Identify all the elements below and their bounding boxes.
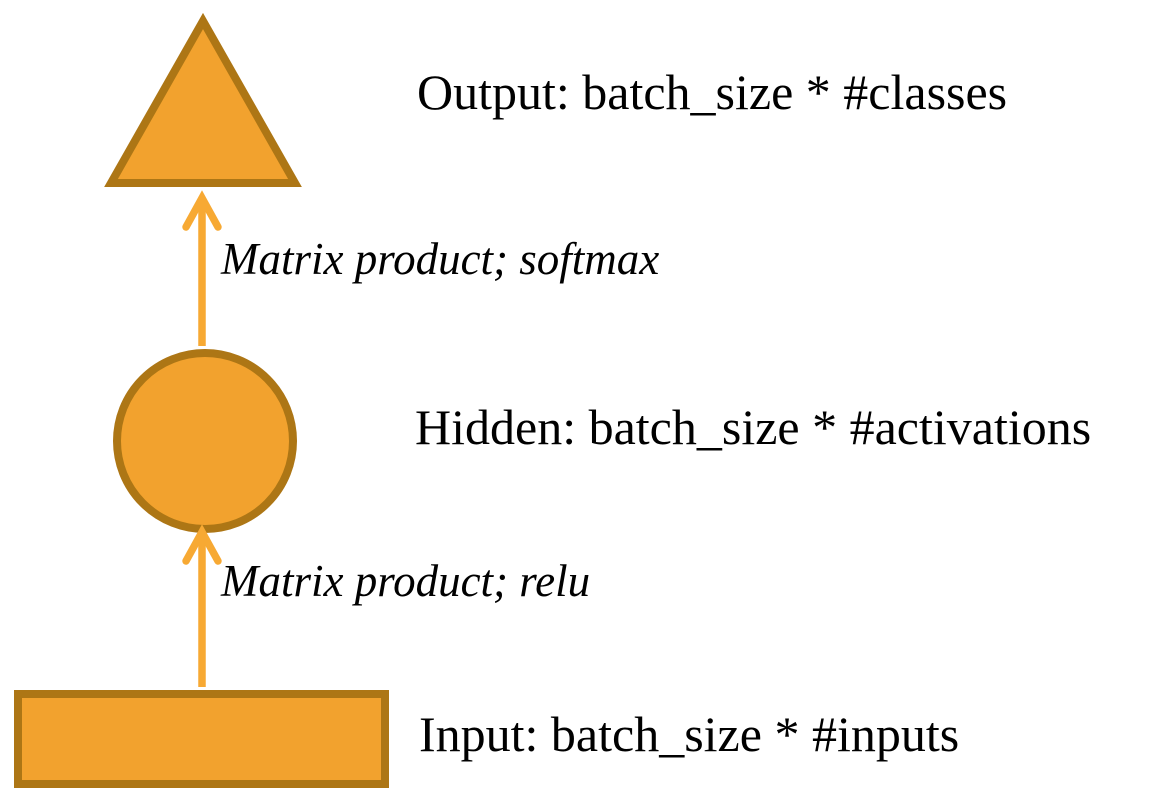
output-node-label: Output: batch_size * #classes xyxy=(417,64,1008,120)
arrow-head-icon xyxy=(182,524,222,565)
hidden-node-label: Hidden: batch_size * #activations xyxy=(415,399,1092,455)
arrow-input-to-hidden xyxy=(182,524,222,687)
edge-label-relu: Matrix product; relu xyxy=(221,556,591,606)
input-rectangle-shape xyxy=(14,690,389,788)
input-node-label: Input: batch_size * #inputs xyxy=(419,706,960,762)
output-triangle-shape xyxy=(104,12,302,187)
arrow-hidden-to-output xyxy=(182,190,222,346)
arrow-head-icon xyxy=(182,190,222,231)
edge-label-softmax: Matrix product; softmax xyxy=(221,234,660,284)
hidden-circle-shape xyxy=(113,349,297,533)
